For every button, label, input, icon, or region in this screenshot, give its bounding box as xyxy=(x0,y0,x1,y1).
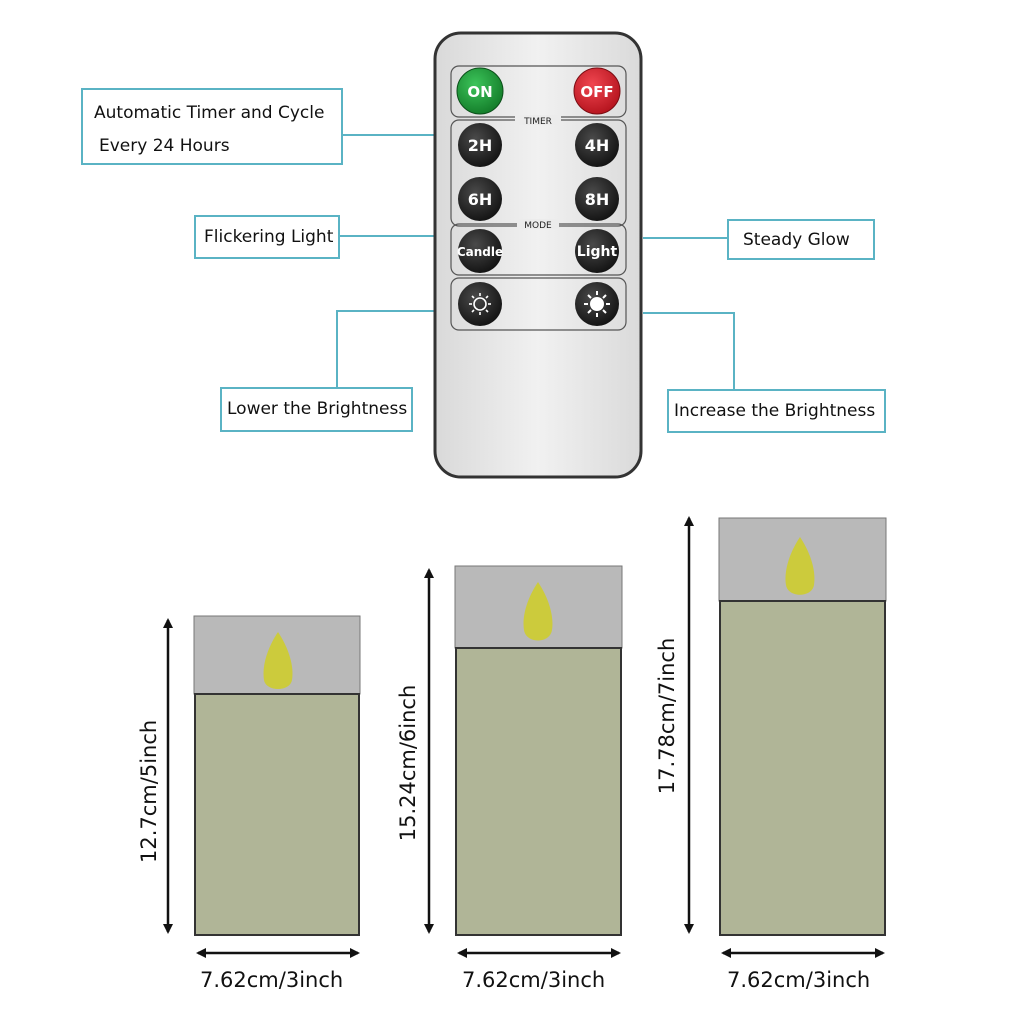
candle-small-body xyxy=(194,693,360,936)
candle-mode-label: Candle xyxy=(457,245,503,259)
callout-flicker-text: Flickering Light xyxy=(204,227,334,247)
off-button[interactable]: OFF xyxy=(573,67,621,115)
candle-medium-body xyxy=(455,647,622,936)
callout-increase: Increase the Brightness xyxy=(667,389,886,433)
callout-lower-text: Lower the Brightness xyxy=(227,399,408,419)
timer-4h-button[interactable]: 4H xyxy=(575,123,619,167)
connector-lower-v xyxy=(336,310,338,387)
dim-sun-icon xyxy=(469,293,491,315)
timer-2h-button[interactable]: 2H xyxy=(458,123,502,167)
candle-large xyxy=(684,516,887,958)
timer-heading: TIMER xyxy=(523,117,552,127)
on-button-label: ON xyxy=(467,83,492,101)
light-mode-button[interactable]: Light xyxy=(575,229,619,273)
brightness-down-button[interactable] xyxy=(458,282,502,326)
brightness-up-button[interactable] xyxy=(575,282,619,326)
remote-control: TIMER MODE ON OFF 2H 4H 6H 8H Candle Lig… xyxy=(433,31,643,479)
brightness-group xyxy=(450,277,627,331)
callout-flicker: Flickering Light xyxy=(194,215,340,259)
light-mode-label: Light xyxy=(577,244,618,260)
bright-sun-icon xyxy=(584,291,610,317)
candle-medium-height-label: 15.24cm/6inch xyxy=(396,684,420,842)
candle-small-height-label: 12.7cm/5inch xyxy=(137,719,161,863)
candle-large-height-label: 17.78cm/7inch xyxy=(655,637,679,795)
connector-timer xyxy=(343,134,435,136)
connector-flicker xyxy=(340,235,435,237)
callout-steady-text: Steady Glow xyxy=(743,230,850,250)
timer-2h-label: 2H xyxy=(468,136,493,155)
connector-increase-h xyxy=(643,312,735,314)
candle-large-body xyxy=(719,600,886,936)
candle-medium-flame xyxy=(523,582,553,641)
candle-mode-button[interactable]: Candle xyxy=(457,229,503,273)
off-button-label: OFF xyxy=(580,83,613,101)
callout-timer-line1: Automatic Timer and Cycle xyxy=(94,103,325,123)
timer-8h-button[interactable]: 8H xyxy=(575,177,619,221)
timer-6h-label: 6H xyxy=(468,190,493,209)
connector-lower-h xyxy=(336,310,435,312)
candle-small-flame xyxy=(263,632,293,689)
timer-6h-button[interactable]: 6H xyxy=(458,177,502,221)
candle-small-width-label: 7.62cm/3inch xyxy=(200,968,344,992)
mode-heading: MODE xyxy=(524,221,552,231)
connector-steady xyxy=(643,237,727,239)
callout-increase-text: Increase the Brightness xyxy=(674,401,876,421)
callout-timer: Automatic Timer and Cycle Every 24 Hours xyxy=(81,88,343,165)
timer-8h-label: 8H xyxy=(585,190,610,209)
connector-increase-v xyxy=(733,312,735,389)
candle-medium-width-label: 7.62cm/3inch xyxy=(462,968,606,992)
candle-large-flame xyxy=(785,537,815,595)
candle-size-diagram xyxy=(163,516,887,958)
on-button[interactable]: ON xyxy=(456,67,504,115)
candle-medium xyxy=(424,565,623,958)
callout-steady: Steady Glow xyxy=(727,219,875,260)
timer-4h-label: 4H xyxy=(585,136,610,155)
callout-lower: Lower the Brightness xyxy=(220,387,413,432)
callout-timer-line2: Every 24 Hours xyxy=(99,136,230,156)
candle-small xyxy=(163,615,361,958)
candle-large-width-label: 7.62cm/3inch xyxy=(727,968,871,992)
